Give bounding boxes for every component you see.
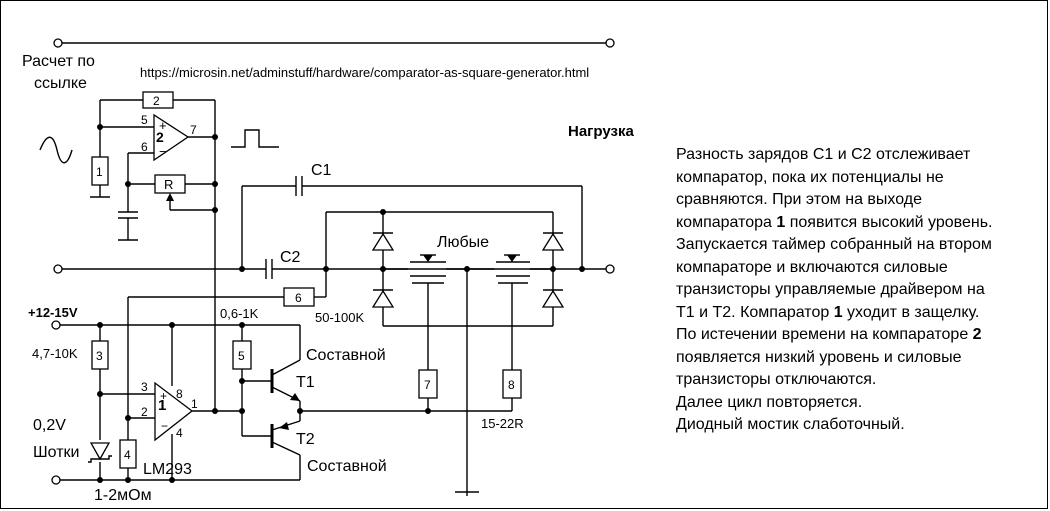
comparator-1-pin-1: 1	[191, 397, 198, 411]
comparator-2: 2 + −	[153, 113, 190, 162]
transistor-t1-label: T1	[296, 374, 315, 391]
resistor-8-label: 8	[508, 378, 515, 392]
description-line: Диодный мостик слаботочный.	[676, 416, 905, 433]
description-line: появляется низкий уровень и силовые	[676, 348, 962, 366]
description-line: компараторе и включаются силовые	[676, 258, 948, 276]
comparator-1-pin-8: 8	[176, 387, 183, 401]
comparator-2-pin-5: 5	[141, 113, 148, 127]
schottky-diode	[88, 442, 112, 463]
svg-text:+: +	[159, 118, 167, 133]
description-line: Далее цикл повторяется.	[676, 393, 863, 411]
transistor-t1	[242, 325, 301, 421]
resistor-2-label: 2	[153, 94, 160, 108]
chip-label: LM293	[143, 461, 192, 478]
schottky-label: Шотки	[33, 444, 79, 461]
comparator-1-id: 1	[158, 397, 166, 414]
comparator-1-pin-3: 3	[141, 380, 148, 394]
resistor-5-value: 0,6-1K	[220, 306, 259, 321]
bridge-diode-left-top	[371, 232, 395, 251]
comparator-1: 1 + −	[154, 381, 194, 442]
resistor-3-label: 3	[96, 349, 103, 363]
calc-link-wire	[53, 38, 615, 48]
bridge-diode-left-bottom	[371, 289, 395, 308]
capacitor-c2-label: C2	[280, 249, 301, 266]
resistor-1-label: 1	[96, 165, 103, 179]
resistor-7-label: 7	[424, 378, 431, 392]
resistor-4-value: 1-2мОм	[94, 487, 152, 504]
mosfet-right	[467, 254, 553, 370]
description-line: компаратора 1 появится высокий уровень.	[676, 213, 993, 231]
description-line: Т1 и Т2. Компаратор 1 уходит в защелку.	[676, 303, 980, 321]
transistor-t2	[242, 420, 301, 480]
calc-link-label-2[interactable]: ссылке	[34, 75, 87, 92]
comparator-1-pin-4: 4	[176, 426, 183, 440]
comparator-2-pin-6: 6	[141, 140, 148, 154]
resistor-6-value: 50-100K	[315, 310, 364, 325]
resistor-2	[142, 91, 174, 109]
svg-text:−: −	[161, 419, 168, 433]
mosfet-left	[383, 254, 467, 370]
resistor-variable-r-label: R	[164, 177, 173, 192]
description-line: транзисторы управляемые драйвером на	[676, 281, 985, 298]
svg-text:−: −	[159, 144, 167, 159]
description-line: По истечении времени на компараторе 2	[676, 326, 982, 343]
svg-text:+: +	[160, 389, 167, 403]
capacitor-c1-label: C1	[311, 162, 332, 179]
description-line: сравняются. При этом на выходе	[676, 191, 923, 208]
description-line: транзисторы отключаются.	[676, 371, 877, 388]
mosfet-any-label: Любые	[437, 234, 489, 251]
transistor-t2-type: Составной	[307, 458, 387, 475]
wiper-arrow-icon	[166, 193, 174, 201]
transistor-t1-type: Составной	[306, 347, 386, 364]
sine-wave-icon	[39, 136, 73, 164]
description-line: Запускается таймер собранный на втором	[676, 236, 992, 253]
resistor-5-label: 5	[238, 349, 245, 363]
calc-link-label-1[interactable]: Расчет по	[22, 53, 95, 70]
comparator-2-pin-7: 7	[190, 123, 197, 137]
load-label: Нагрузка	[568, 123, 634, 140]
resistor-3-value: 4,7-10K	[32, 346, 78, 361]
description-line: компаратор, пока их потенциалы не	[676, 168, 944, 186]
comparator-1-pin-2: 2	[141, 405, 148, 419]
supply-voltage-label: +12-15V	[28, 305, 78, 320]
resistor-6-label: 6	[295, 291, 302, 305]
resistor-7-8-value: 15-22R	[481, 416, 524, 431]
bridge-diode-right-bottom	[541, 289, 565, 308]
bridge-diode-right-top	[541, 232, 565, 251]
transistor-t2-label: T2	[296, 431, 315, 448]
diode-voltage-label: 0,2V	[33, 417, 66, 434]
description-line: Разность зарядов С1 и С2 отслеживает	[676, 146, 971, 163]
comparator-2-id: 2	[156, 129, 164, 145]
source-url[interactable]: https://microsin.net/adminstuff/hardware…	[140, 65, 589, 80]
circuit-description: Разность зарядов С1 и С2 отслеживает комп…	[676, 144, 1046, 437]
resistor-4-label: 4	[124, 448, 131, 462]
square-pulse-icon	[231, 129, 279, 148]
